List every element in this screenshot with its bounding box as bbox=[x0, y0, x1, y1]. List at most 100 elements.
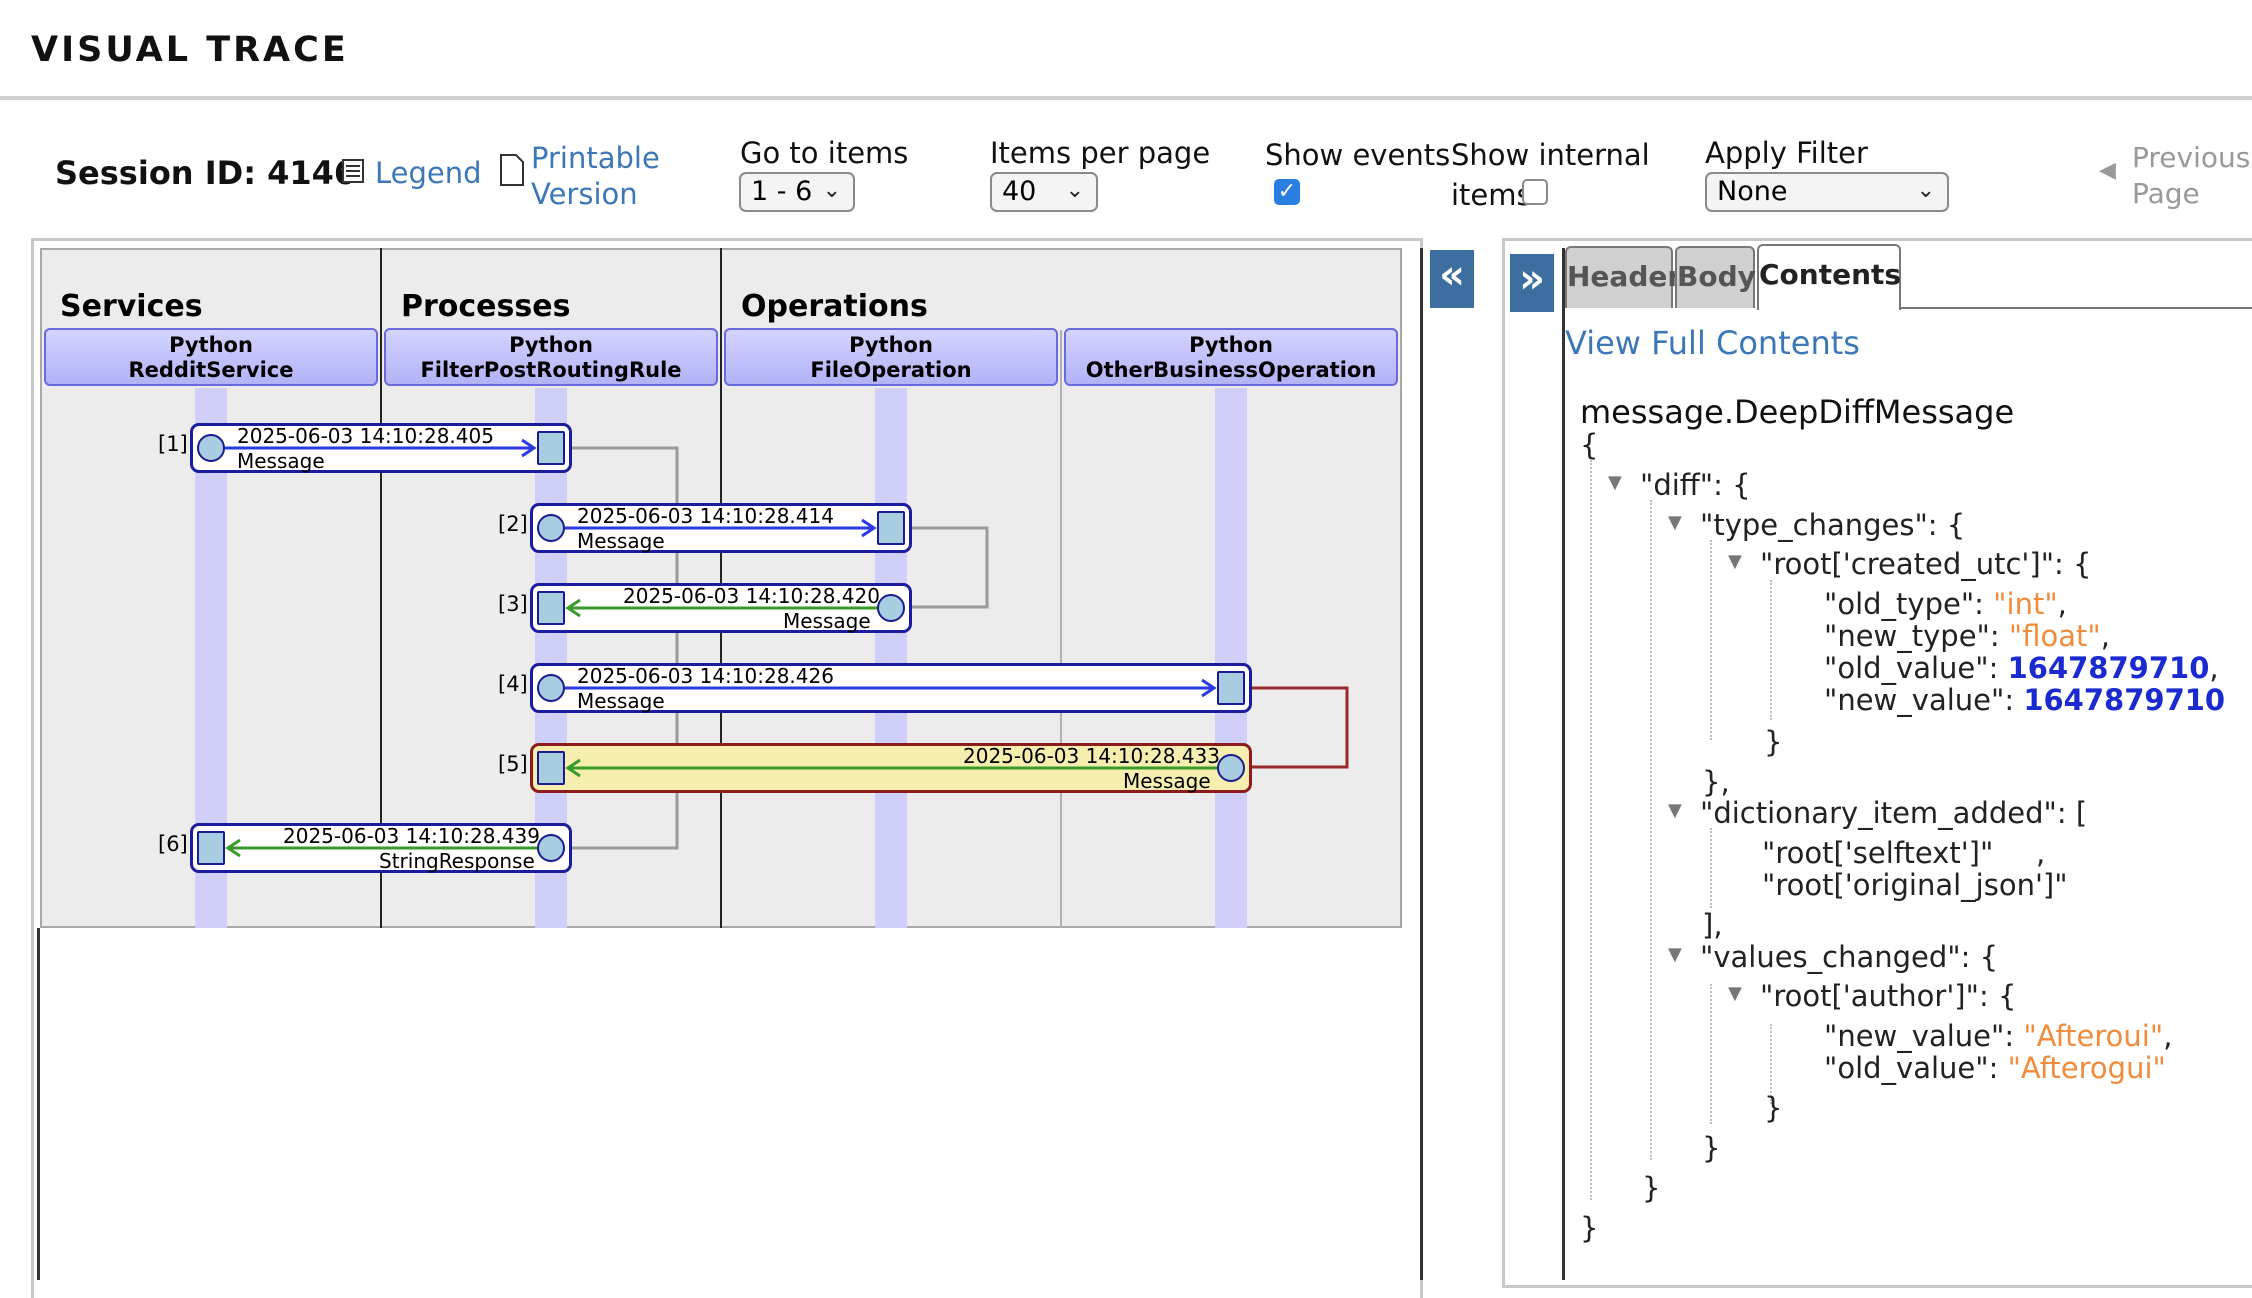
show-internal-checkbox[interactable] bbox=[1522, 179, 1548, 205]
collapse-triangle-icon[interactable]: ▼ bbox=[1668, 800, 1682, 821]
message-time: 2025-06-03 14:10:28.405 bbox=[237, 424, 494, 448]
chevron-down-icon: ⌄ bbox=[1065, 178, 1084, 203]
message-name: Message bbox=[1123, 769, 1211, 793]
actor-name: FilterPostRoutingRule bbox=[420, 358, 682, 382]
json-string: "Afteroui" bbox=[2023, 1019, 2164, 1053]
json-key: "old_type": bbox=[1824, 587, 1994, 621]
tab-underline bbox=[1900, 307, 2252, 309]
per-page-label: Items per page bbox=[990, 136, 1211, 170]
app-title: VISUAL TRACE bbox=[31, 30, 349, 70]
title-bar bbox=[0, 0, 2252, 100]
filter-value: None bbox=[1717, 176, 1788, 207]
json-close: } bbox=[1764, 1091, 1783, 1125]
collapse-triangle-icon[interactable]: ▼ bbox=[1668, 944, 1682, 965]
message-source-circle bbox=[537, 834, 565, 862]
message-target-square bbox=[1217, 671, 1245, 705]
json-author-new: "new_value": "Afteroui", bbox=[1824, 1019, 2173, 1053]
collapse-triangle-icon[interactable]: ▼ bbox=[1608, 472, 1622, 493]
previous-arrow-icon[interactable]: ◀ bbox=[2099, 158, 2116, 183]
json-author-key: "root['author']": { bbox=[1760, 979, 2017, 1013]
collapse-triangle-icon[interactable]: ▼ bbox=[1728, 983, 1742, 1004]
previous-page-link[interactable]: Previous Page bbox=[2132, 140, 2250, 212]
json-close: }, bbox=[1702, 765, 1730, 799]
tree-guide bbox=[1650, 500, 1653, 1160]
message-time: 2025-06-03 14:10:28.426 bbox=[577, 664, 834, 688]
actor-file-operation[interactable]: Python FileOperation bbox=[724, 328, 1058, 386]
message-target-square bbox=[877, 511, 905, 545]
prev-line1: Previous bbox=[2132, 141, 2251, 174]
lifeline-other-business bbox=[1215, 388, 1247, 928]
goto-label: Go to items bbox=[740, 136, 909, 170]
tab-body[interactable]: Body bbox=[1675, 246, 1756, 308]
json-new-type: "new_type": "float", bbox=[1824, 619, 2110, 653]
row-index: [3] bbox=[498, 592, 528, 616]
row-index: [4] bbox=[498, 672, 528, 696]
collapse-triangle-icon[interactable]: ▼ bbox=[1728, 551, 1742, 572]
json-type-changes-key: "type_changes": { bbox=[1700, 508, 1966, 542]
legend-link[interactable]: Legend bbox=[375, 156, 482, 190]
json-key: "old_value": bbox=[1824, 1051, 2008, 1085]
collapse-left-button[interactable]: « bbox=[1430, 250, 1474, 308]
json-list-item: "root['selftext']" bbox=[1762, 836, 1994, 870]
json-string: "Afterogui" bbox=[2007, 1051, 2166, 1085]
tree-guide bbox=[1710, 828, 1713, 908]
printable-line1: Printable bbox=[531, 141, 660, 175]
json-number: 1647879710 bbox=[2023, 683, 2226, 717]
printable-line2: Version bbox=[531, 177, 638, 211]
json-list-item: "root['original_json']" bbox=[1762, 868, 2068, 902]
expand-right-button[interactable]: » bbox=[1510, 254, 1554, 312]
json-old-value: "old_value": 1647879710, bbox=[1824, 651, 2219, 685]
message-name: Message bbox=[237, 449, 325, 473]
document-icon[interactable] bbox=[498, 152, 526, 192]
tree-guide bbox=[1770, 1024, 1773, 1104]
json-close: ], bbox=[1702, 908, 1723, 942]
message-name: StringResponse bbox=[379, 849, 535, 873]
tab-header[interactable]: Header bbox=[1565, 246, 1681, 308]
printable-version-link[interactable]: Printable Version bbox=[531, 140, 660, 212]
json-old-type: "old_type": "int", bbox=[1824, 587, 2067, 621]
chevron-down-icon: ⌄ bbox=[822, 178, 841, 203]
goto-value: 1 - 6 bbox=[751, 176, 813, 207]
legend-icon[interactable] bbox=[341, 158, 365, 188]
json-comma: , bbox=[2036, 836, 2046, 870]
row-index: [6] bbox=[158, 832, 188, 856]
json-key: "old_value": bbox=[1824, 651, 2008, 685]
message-target-square bbox=[537, 431, 565, 465]
goto-select[interactable]: 1 - 6 ⌄ bbox=[739, 172, 855, 212]
group-processes: Processes bbox=[401, 289, 571, 324]
chevron-down-icon: ⌄ bbox=[1916, 178, 1935, 203]
actor-filter-routing[interactable]: Python FilterPostRoutingRule bbox=[384, 328, 718, 386]
row-index: [2] bbox=[498, 512, 528, 536]
tree-guide bbox=[1590, 460, 1593, 1200]
message-time: 2025-06-03 14:10:28.433 bbox=[963, 744, 1220, 768]
message-time: 2025-06-03 14:10:28.420 bbox=[623, 584, 880, 608]
tab-contents[interactable]: Contents bbox=[1757, 244, 1901, 310]
per-page-select[interactable]: 40 ⌄ bbox=[990, 172, 1098, 212]
message-target-square bbox=[537, 751, 565, 785]
message-name: Message bbox=[577, 529, 665, 553]
collapse-triangle-icon[interactable]: ▼ bbox=[1668, 512, 1682, 533]
json-close: } bbox=[1642, 1171, 1661, 1205]
filter-select[interactable]: None ⌄ bbox=[1705, 172, 1949, 212]
actor-type: Python bbox=[849, 333, 933, 357]
view-full-contents-link[interactable]: View Full Contents bbox=[1565, 324, 1860, 362]
row-index: [5] bbox=[498, 752, 528, 776]
panel-border bbox=[1562, 248, 1565, 1280]
actor-other-business[interactable]: Python OtherBusinessOperation bbox=[1064, 328, 1398, 386]
show-internal-label-2: items bbox=[1451, 178, 1532, 212]
panel-border bbox=[1420, 248, 1423, 1280]
actor-reddit-service[interactable]: Python RedditService bbox=[44, 328, 378, 386]
show-internal-label-1: Show internal bbox=[1451, 138, 1650, 172]
message-time: 2025-06-03 14:10:28.414 bbox=[577, 504, 834, 528]
filter-label: Apply Filter bbox=[1705, 136, 1868, 170]
message-name: Message bbox=[783, 609, 871, 633]
message-source-circle bbox=[537, 514, 565, 542]
message-source-circle bbox=[197, 434, 225, 462]
actor-name: FileOperation bbox=[810, 358, 972, 382]
show-events-checkbox[interactable]: ✓ bbox=[1274, 179, 1300, 205]
